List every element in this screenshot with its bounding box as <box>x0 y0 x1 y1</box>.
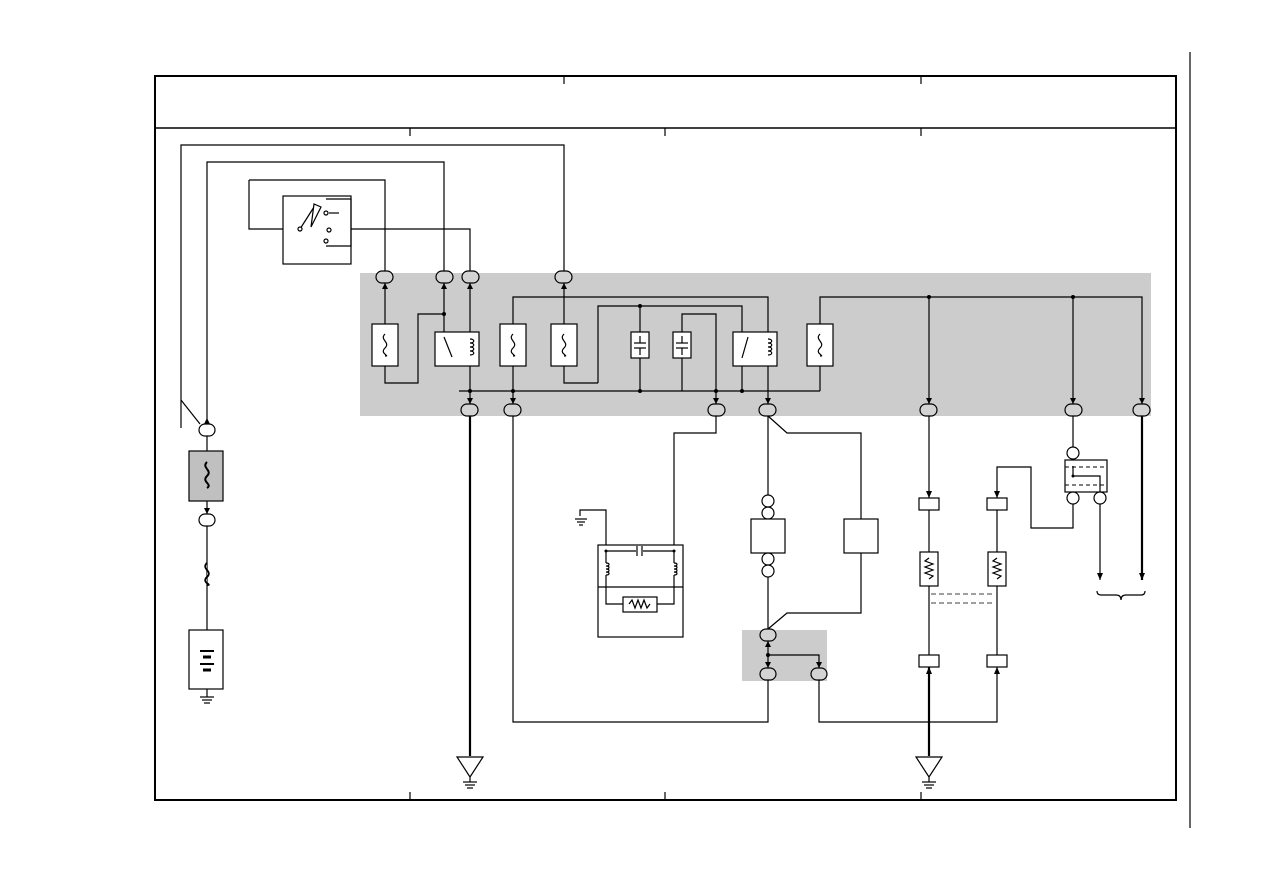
coil-icon <box>605 562 610 576</box>
right-connector-cluster <box>1064 416 1146 601</box>
sensor-circuit <box>914 416 1074 789</box>
relay-block-bottom-connectors <box>460 403 1151 417</box>
power-feed <box>180 399 224 704</box>
coil-icon <box>673 562 678 576</box>
return-wire <box>512 416 769 723</box>
switch-icon <box>310 203 322 228</box>
resistor-icon <box>991 557 1003 580</box>
relay-icon <box>434 331 480 367</box>
relay-block-top-connectors <box>375 270 573 284</box>
battery <box>188 629 224 690</box>
resistor-icon <box>923 557 935 580</box>
ground-icon <box>463 777 477 789</box>
center-component-chain <box>750 415 998 723</box>
capacitor-icon <box>672 331 692 359</box>
ground-icon <box>200 696 214 704</box>
ground-wire-left <box>455 416 485 789</box>
capacitor-icon <box>630 331 650 359</box>
battery-icon <box>200 650 214 672</box>
igniter-module <box>575 416 717 638</box>
junction-dots <box>442 295 1075 657</box>
ground-icon <box>922 777 936 789</box>
fuse-icon <box>371 323 399 367</box>
relay-block-wiring <box>384 283 1143 404</box>
fuse-icon <box>806 323 834 367</box>
fuse-icon <box>550 323 578 367</box>
diagram-frame <box>154 75 1177 801</box>
relay-icon <box>732 331 778 367</box>
fuse-icon <box>499 323 527 367</box>
frame-ticks <box>409 76 922 800</box>
wires-top <box>180 144 565 428</box>
connector-arrows <box>204 283 1145 674</box>
fuse-icon <box>204 562 210 586</box>
continuation-brace <box>1096 590 1146 601</box>
resistor-icon <box>628 598 651 610</box>
ignition-switch <box>282 195 352 265</box>
